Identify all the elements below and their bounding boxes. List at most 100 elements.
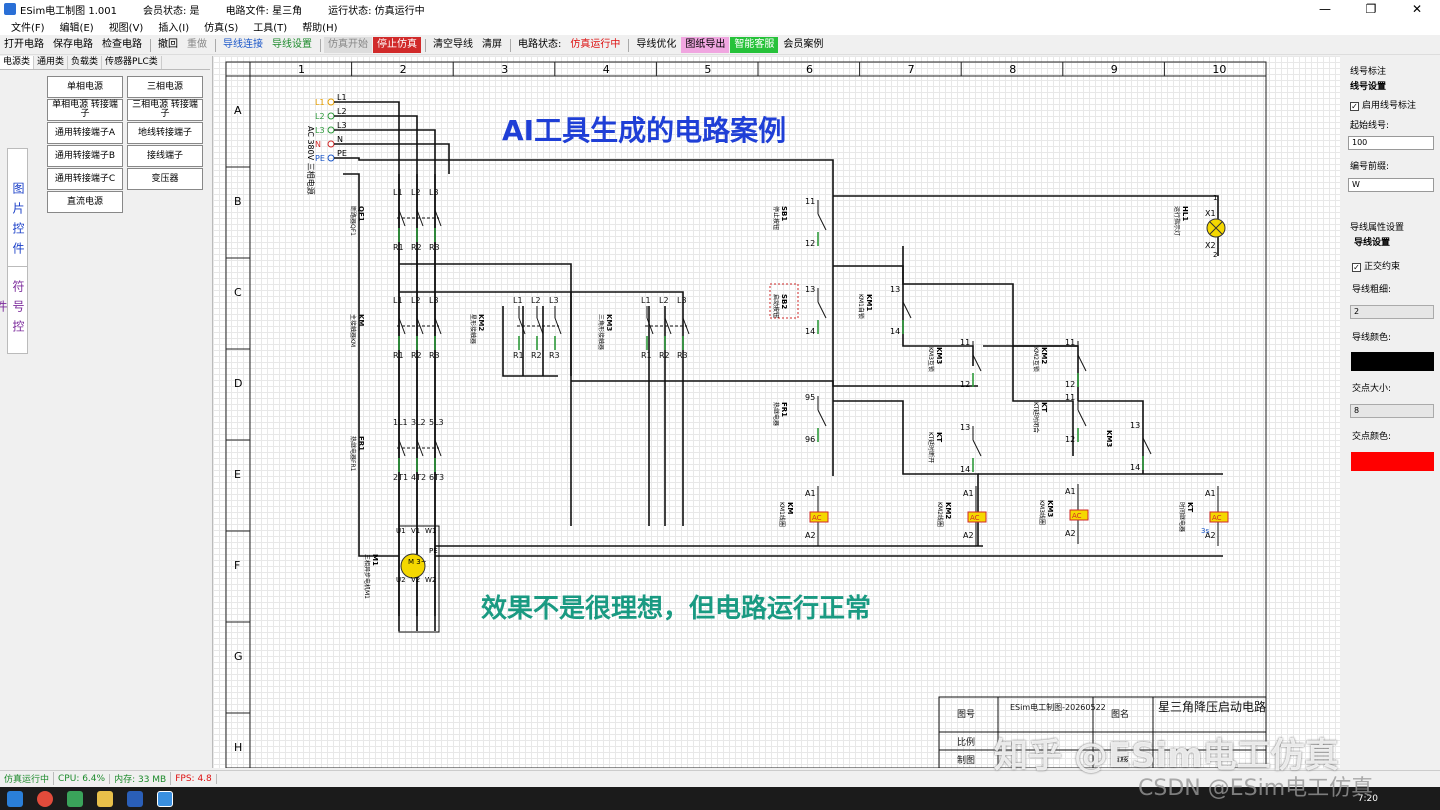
menu-file[interactable]: 文件(F)	[11, 23, 45, 34]
component-dc-source[interactable]: 直流电源	[47, 191, 123, 213]
component-three-phase-terminal[interactable]: 三相电源 转接端子	[127, 99, 203, 121]
ortho-constraint-label: 正交约束	[1364, 262, 1401, 272]
contact-blade	[1077, 354, 1087, 372]
member-status: 会员状态: 是	[143, 5, 200, 17]
column-label-9: 9	[1111, 63, 1118, 76]
shield-icon[interactable]	[67, 790, 83, 807]
prefix-input[interactable]: W	[1348, 178, 1434, 192]
clear-screen-button[interactable]: 清屏	[482, 39, 502, 50]
sim-start-button[interactable]: 仿真开始	[324, 37, 372, 53]
component-transformer[interactable]: 变压器	[127, 168, 203, 190]
wire-width-select[interactable]: 2	[1350, 305, 1434, 319]
contact-blade	[817, 213, 827, 231]
column-label-8: 8	[1009, 63, 1016, 76]
contact-desc: 启动按钮	[772, 294, 780, 318]
component-terminal-block[interactable]: 接线端子	[127, 145, 203, 167]
app-title: ESim电工制图 1.001	[20, 5, 117, 17]
device-desc: 主接触器KM	[349, 314, 357, 347]
close-button[interactable]: ✕	[1411, 2, 1423, 16]
tab-general[interactable]: 通用类	[34, 56, 69, 69]
component-three-phase[interactable]: 三相电源	[127, 76, 203, 98]
toolbar: 打开电路 保存电路 检查电路 撤回 重做 导线连接 导线设置 仿真开始 停止仿真…	[0, 36, 1440, 55]
folder-icon[interactable]	[97, 790, 113, 807]
pole-top-label: L2	[411, 296, 421, 305]
control-contacts: 1112SB1停止按钮1314SB2启动按钮9596FR1热继电器1314KM1…	[769, 197, 1152, 474]
coil-mark: AC	[812, 514, 822, 522]
coil-a1: A1	[1205, 489, 1216, 498]
contact-terminal: 13	[1130, 421, 1140, 430]
circuit-state-value: 仿真运行中	[570, 39, 621, 50]
save-circuit-button[interactable]: 保存电路	[53, 39, 93, 50]
minimize-button[interactable]: —	[1319, 2, 1331, 16]
coil-desc: KM2线圈	[936, 502, 944, 527]
chrome-icon[interactable]	[37, 790, 53, 807]
check-circuit-button[interactable]: 检查电路	[102, 39, 142, 50]
ortho-constraint-checkbox[interactable]: ✓	[1352, 263, 1361, 272]
contact-tag: KM1	[865, 294, 873, 311]
menu-edit[interactable]: 编辑(E)	[59, 23, 94, 34]
motor-m1: M 3~ U1 V1 W1 U2 V2 W2 PE M1 三相异步电机M1	[363, 525, 440, 633]
menu-simulate[interactable]: 仿真(S)	[204, 23, 239, 34]
supply-phase-PE: PE	[315, 154, 325, 163]
pole-bottom-label: R3	[429, 351, 440, 360]
wire-settings-button[interactable]: 导线设置	[272, 39, 312, 50]
contact-blade	[1142, 437, 1152, 455]
maximize-button[interactable]: ❐	[1365, 2, 1377, 16]
pole-bottom-label: R1	[513, 351, 524, 360]
member-cases-button[interactable]: 会员案例	[783, 39, 824, 50]
menu-tools[interactable]: 工具(T)	[253, 23, 288, 34]
wire-optimize-button[interactable]: 导线优化	[636, 39, 677, 50]
esim-taskbar-icon[interactable]	[157, 790, 173, 807]
supply-label: AC 380V 三相电源	[306, 126, 316, 195]
lamp-desc: 运行指示灯	[1173, 206, 1181, 236]
contact-terminal: 13	[805, 285, 815, 294]
wire-color-swatch[interactable]	[1351, 352, 1434, 371]
tab-load[interactable]: 负载类	[68, 56, 103, 69]
open-circuit-button[interactable]: 打开电路	[4, 39, 44, 50]
sim-stop-button[interactable]: 停止仿真	[373, 37, 421, 53]
supply-phase-N: N	[315, 140, 321, 149]
undo-button[interactable]: 撤回	[158, 39, 178, 50]
image-controls-tab[interactable]: 图片控件	[7, 148, 28, 296]
joint-color-swatch[interactable]	[1351, 452, 1434, 471]
clear-wires-button[interactable]: 清空导线	[433, 39, 473, 50]
menu-insert[interactable]: 插入(I)	[158, 23, 190, 34]
component-single-phase-terminal[interactable]: 单相电源 转接端子	[47, 99, 123, 121]
supply-phase-L2: L2	[315, 112, 325, 121]
start-icon[interactable]	[7, 790, 23, 807]
redo-button[interactable]: 重做	[187, 39, 207, 50]
component-terminal-a[interactable]: 通用转接端子A	[47, 122, 123, 144]
status-cpu: CPU: 6.4%	[54, 773, 111, 784]
menu-help[interactable]: 帮助(H)	[302, 23, 338, 34]
contact-blade	[972, 354, 982, 372]
joint-size-select[interactable]: 8	[1350, 404, 1434, 418]
menu-view[interactable]: 视图(V)	[108, 23, 144, 34]
component-single-phase[interactable]: 单相电源	[47, 76, 123, 98]
enable-line-number-checkbox[interactable]: ✓	[1350, 102, 1359, 111]
component-terminal-c[interactable]: 通用转接端子C	[47, 168, 123, 190]
tab-sensor-plc[interactable]: 传感器PLC类	[102, 56, 162, 69]
enable-line-number[interactable]: ✓启用线号标注	[1350, 98, 1416, 111]
start-number-input[interactable]: 100	[1348, 136, 1434, 150]
column-label-10: 10	[1212, 63, 1226, 76]
pole-bottom-label: R1	[641, 351, 652, 360]
wire-connect-button[interactable]: 导线连接	[223, 39, 263, 50]
smart-service-button[interactable]: 智能客服	[730, 37, 779, 53]
export-drawing-button[interactable]: 图纸导出	[681, 37, 730, 53]
component-ground-terminal[interactable]: 地线转接端子	[127, 122, 203, 144]
tab-power[interactable]: 电源类	[0, 56, 35, 69]
coil-mark: AC	[1072, 512, 1082, 520]
lamp-x2: X2	[1205, 241, 1216, 250]
contact-terminal: 12	[960, 380, 970, 389]
contact-tag: SB2	[780, 294, 788, 309]
ortho-constraint[interactable]: ✓正交约束	[1352, 259, 1400, 272]
coil-body	[1209, 511, 1229, 523]
contact-terminal: 14	[960, 465, 970, 474]
symbol-controls-tab[interactable]: 符号控件	[0, 266, 28, 354]
component-terminal-b[interactable]: 通用转接端子B	[47, 145, 123, 167]
app-taskbar-icon[interactable]	[127, 790, 143, 807]
